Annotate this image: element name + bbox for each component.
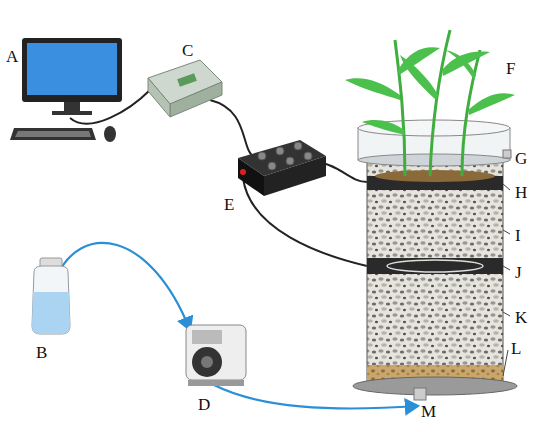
callout-letter: M bbox=[421, 403, 436, 420]
callout-letter: F bbox=[506, 60, 515, 77]
callout-letter: C bbox=[182, 42, 193, 59]
callout-letter: H bbox=[515, 184, 527, 201]
callout-letter: B bbox=[36, 344, 47, 361]
callout-letter: A bbox=[6, 48, 18, 65]
callout-letter: I bbox=[515, 227, 521, 244]
callout-letter: G bbox=[515, 150, 527, 167]
callout-letter: J bbox=[515, 264, 522, 281]
callout-letter: K bbox=[515, 309, 527, 326]
callout-letter: E bbox=[224, 196, 234, 213]
callout-letter: D bbox=[198, 396, 210, 413]
callout-letter: L bbox=[511, 340, 521, 357]
